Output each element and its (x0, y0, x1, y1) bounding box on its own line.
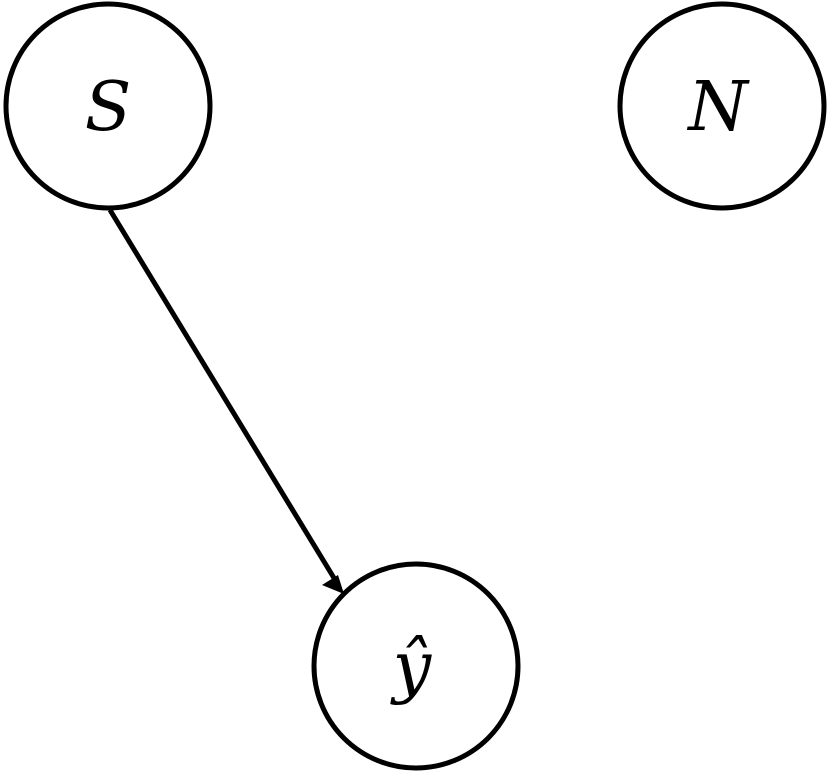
node-n: N (617, 1, 827, 211)
node-yhat-label: ŷ (390, 628, 433, 707)
node-yhat-circle (311, 561, 521, 771)
node-n-label: N (686, 68, 750, 147)
node-yhat: ŷ (311, 561, 521, 771)
node-s-label: S (85, 68, 132, 147)
node-n-circle (617, 1, 827, 211)
edge-s-to-yhat (107, 208, 344, 594)
node-s: S (3, 1, 213, 211)
node-s-circle (3, 1, 213, 211)
arrowhead-icon (322, 575, 344, 594)
edge-line-s-to-yhat (107, 208, 337, 580)
